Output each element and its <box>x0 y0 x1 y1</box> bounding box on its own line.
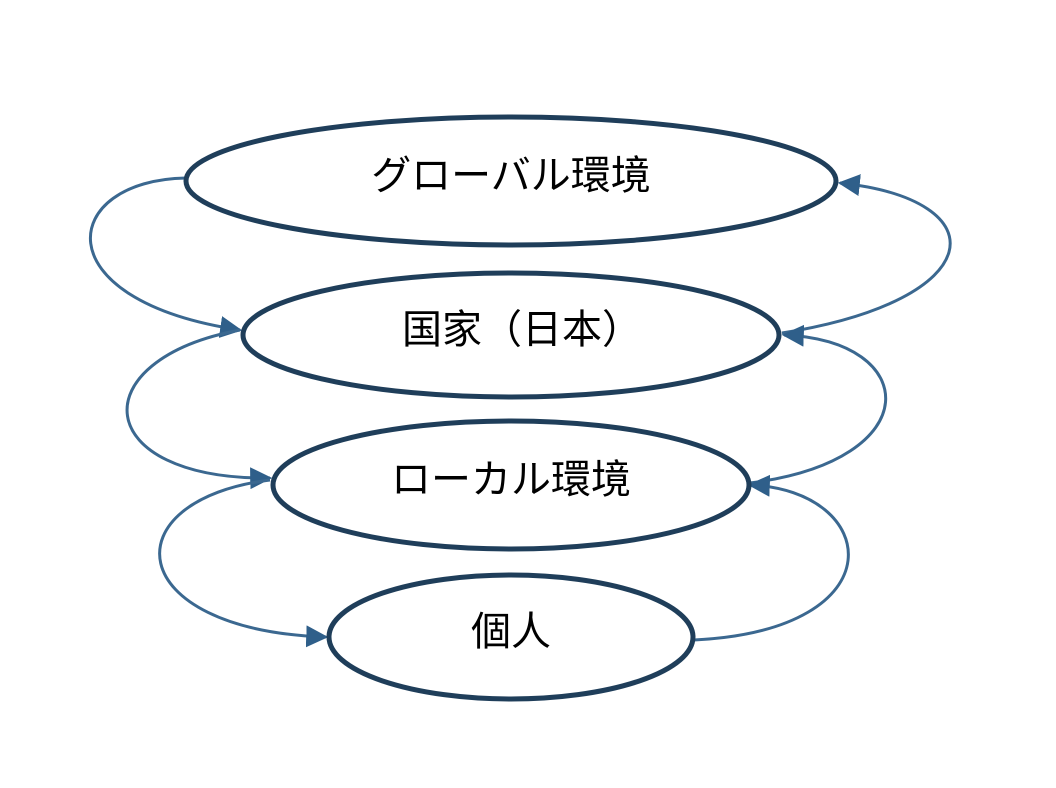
node-global-label: グローバル環境 <box>371 153 651 199</box>
node-local-label: ローカル環境 <box>391 457 631 503</box>
arrow-nation-to-global <box>781 174 952 335</box>
node-individual-label: 個人 <box>471 609 551 655</box>
node-nation-label: 国家（日本） <box>402 307 642 353</box>
arrow-global-to-nation <box>89 176 243 338</box>
arrow-nation-to-local <box>125 328 273 490</box>
node-local: ローカル環境 <box>270 418 752 552</box>
arrow-individual-to-local <box>693 474 850 642</box>
node-individual: 個人 <box>326 572 696 702</box>
arrow-local-to-individual <box>158 478 329 648</box>
node-nation: 国家（日本） <box>240 270 782 400</box>
arrow-local-to-nation <box>749 324 888 485</box>
node-global: グローバル環境 <box>183 114 839 248</box>
